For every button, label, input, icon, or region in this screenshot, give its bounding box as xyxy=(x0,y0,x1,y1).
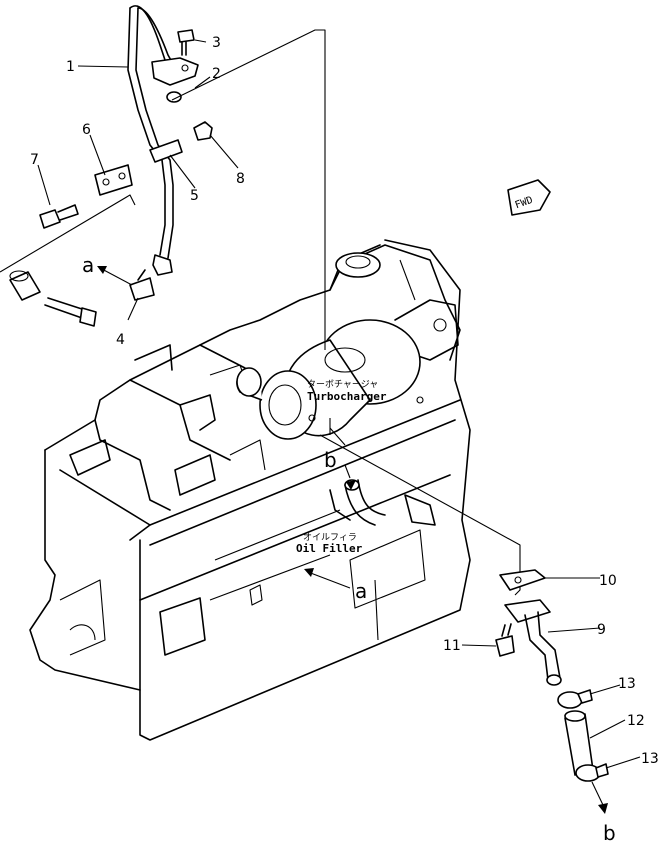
callout-8: 8 xyxy=(236,171,245,187)
callout-6: 6 xyxy=(82,122,91,138)
hose-12 xyxy=(564,710,594,776)
ref-arrow-b-turbo xyxy=(344,464,356,490)
callout-5: 5 xyxy=(190,188,199,204)
spacer-and-bolt xyxy=(9,270,97,327)
oil-filler-label-jp: オイルフィラ xyxy=(303,532,357,543)
turbocharger xyxy=(236,319,424,446)
bracket-6 xyxy=(94,164,133,196)
ref-arrow-a-top xyxy=(97,266,133,286)
bolt-3 xyxy=(177,29,195,56)
connector-4 xyxy=(129,269,155,301)
turbocharger-label-en: Turbocharger xyxy=(307,390,387,403)
callout-2: 2 xyxy=(212,66,221,82)
clamp-13-upper xyxy=(557,689,593,709)
bolt-11 xyxy=(495,623,515,657)
callout-3: 3 xyxy=(212,35,221,51)
forward-direction-arrow: FWD xyxy=(507,179,551,216)
callout-10: 10 xyxy=(599,573,617,589)
nut-8 xyxy=(193,121,213,141)
callout-1: 1 xyxy=(66,59,75,75)
gasket-10 xyxy=(499,569,546,591)
o-ring-2 xyxy=(166,91,182,103)
ref-label-b-bottom: b xyxy=(603,821,616,845)
ref-arrow-b-bottom xyxy=(591,781,608,814)
callout-12: 12 xyxy=(627,713,645,729)
ref-label-a-oil: a xyxy=(355,579,367,603)
ref-label-a-top: a xyxy=(82,253,94,277)
callout-13-lower: 13 xyxy=(641,751,659,767)
callout-7: 7 xyxy=(30,152,39,168)
clip-5 xyxy=(149,139,183,163)
bolt-7 xyxy=(39,204,79,229)
callout-9: 9 xyxy=(597,622,606,638)
callout-4: 4 xyxy=(116,332,125,348)
clamp-13-lower xyxy=(575,763,609,782)
turbocharger-label-jp: ターボチャージャ xyxy=(307,379,378,390)
assembly-leader-drain xyxy=(319,434,521,596)
oil-filler-label-en: Oil Filler xyxy=(296,542,363,555)
assembly-guide-upper xyxy=(0,194,136,273)
ref-label-b-turbo: b xyxy=(324,448,337,472)
assembly-leader-turbo xyxy=(171,29,326,350)
ref-arrow-a-oil xyxy=(304,568,351,589)
callout-13-upper: 13 xyxy=(618,676,636,692)
oil-feed-pipe xyxy=(127,5,199,276)
callout-11: 11 xyxy=(443,638,461,654)
drain-pipe-9 xyxy=(504,599,562,686)
